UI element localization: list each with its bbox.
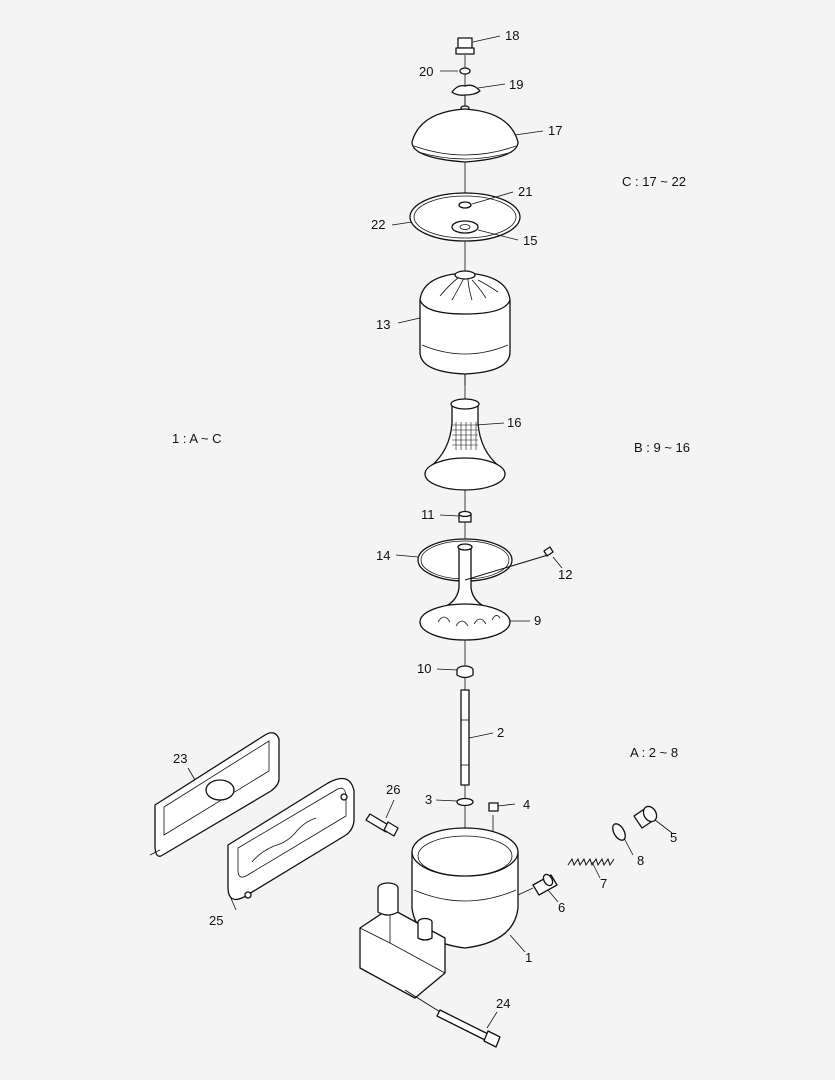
part-22-o-ring	[409, 192, 521, 242]
part-18-bolt	[455, 37, 475, 55]
part-23-gasket	[149, 732, 280, 857]
callout-12: 12	[558, 567, 572, 582]
callout-7: 7	[600, 876, 607, 891]
callout-5: 5	[670, 830, 677, 845]
part-16-nozzle	[424, 398, 506, 491]
part-8-o-ring	[612, 823, 626, 841]
callout-3: 3	[425, 792, 432, 807]
group-label-c: C : 17 ~ 22	[622, 174, 686, 189]
mount-block	[359, 882, 446, 1016]
callout-4: 4	[523, 797, 530, 812]
part-22-o-ring-inner	[413, 195, 517, 239]
callout-24: 24	[496, 996, 510, 1011]
part-24-bolt	[436, 1009, 501, 1048]
callout-8: 8	[637, 853, 644, 868]
part-6-sleeve	[532, 873, 558, 896]
callout-14: 14	[376, 548, 390, 563]
group-label-all: 1 : A ~ C	[172, 431, 222, 446]
callout-2: 2	[497, 725, 504, 740]
callout-15: 15	[523, 233, 537, 248]
leader-lines	[187, 35, 673, 1029]
callout-23: 23	[173, 751, 187, 766]
part-12-pin	[543, 546, 554, 557]
callout-20: 20	[419, 64, 433, 79]
part-15-washer	[451, 220, 479, 234]
callout-22: 22	[371, 217, 385, 232]
part-3-washer	[456, 797, 474, 807]
group-label-a: A : 2 ~ 8	[630, 745, 678, 760]
part-20-washer	[459, 67, 471, 75]
callout-17: 17	[548, 123, 562, 138]
part-7-spring	[567, 857, 615, 867]
callout-9: 9	[534, 613, 541, 628]
part-13-rotor	[419, 270, 511, 385]
group-label-b: B : 9 ~ 16	[634, 440, 690, 455]
callout-10: 10	[417, 661, 431, 676]
part-10-bushing-side	[456, 670, 474, 679]
callout-13: 13	[376, 317, 390, 332]
callout-1: 1	[525, 950, 532, 965]
part-26-screw	[365, 813, 399, 837]
part-19-bracket	[451, 84, 481, 96]
part-9-housing	[419, 543, 549, 641]
part-6-guide	[517, 887, 534, 896]
callout-25: 25	[209, 913, 223, 928]
callout-18: 18	[505, 28, 519, 43]
part-4-plug	[488, 802, 499, 812]
callout-19: 19	[509, 77, 523, 92]
part-25-cover-plate	[227, 777, 355, 901]
part-1-body	[411, 827, 519, 949]
part-21-o-ring	[458, 201, 472, 209]
part-5-plug	[633, 805, 658, 829]
part-11-nut-top	[458, 510, 472, 518]
callout-26: 26	[386, 782, 400, 797]
part-15-washer-hole	[459, 224, 471, 230]
part-2-shaft	[460, 689, 470, 786]
callout-16: 16	[507, 415, 521, 430]
callout-21: 21	[518, 184, 532, 199]
callout-11: 11	[421, 507, 435, 522]
part-17-cover	[411, 108, 519, 163]
callout-6: 6	[558, 900, 565, 915]
